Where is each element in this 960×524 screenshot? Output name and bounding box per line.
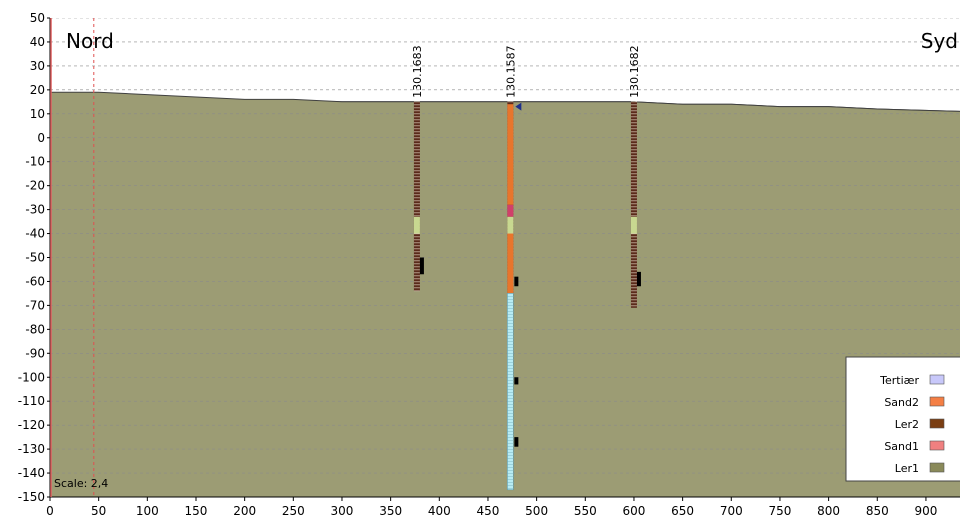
y-tick-label: 20 (30, 83, 45, 97)
y-tick-label: -70 (25, 298, 45, 312)
borehole-label: 130.1683 (411, 45, 424, 98)
borehole-interval (507, 216, 514, 234)
x-tick-label: 150 (185, 504, 208, 518)
x-tick-label: 200 (233, 504, 256, 518)
y-tick-label: -40 (25, 227, 45, 241)
x-tick-label: 500 (525, 504, 548, 518)
x-tick-label: 650 (671, 504, 694, 518)
screen-marker (514, 276, 519, 287)
borehole-interval (507, 233, 514, 294)
y-tick-label: -60 (25, 274, 45, 288)
borehole-label: 130.1682 (628, 45, 641, 98)
y-tick-label: -50 (25, 251, 45, 265)
borehole-3[interactable]: 130.1682 (628, 45, 641, 308)
y-tick-label: -80 (25, 322, 45, 336)
legend-label-ler1: Ler1 (895, 462, 919, 475)
scale-label: Scale: 2,4 (54, 477, 108, 490)
legend-swatch-sand2 (929, 396, 945, 407)
x-tick-label: 900 (914, 504, 937, 518)
borehole-2[interactable]: 130.1587 (504, 45, 522, 491)
y-tick-label: 40 (30, 35, 45, 49)
water-level-marker (515, 102, 522, 111)
legend-label-ler2: Ler2 (895, 418, 919, 431)
x-tick-label: 600 (623, 504, 646, 518)
direction-right-label: Syd (921, 29, 958, 53)
x-tick-label: 850 (866, 504, 889, 518)
boreholes-group: 130.1683 130.1587 130.1682 (411, 45, 641, 491)
layer-ler1 (50, 92, 960, 497)
x-ticks: 0 50 100 150 200 250 300 350 400 450 500 550 600 650 7… (46, 497, 937, 518)
y-tick-label: 10 (30, 107, 45, 121)
borehole-interval (507, 104, 514, 205)
x-tick-label: 100 (136, 504, 159, 518)
legend-label-terti-r: Tertiær (879, 374, 919, 387)
y-tick-label: -140 (18, 466, 45, 480)
screen-marker (636, 271, 641, 287)
y-tick-label: 50 (30, 11, 45, 25)
gridlines (50, 18, 960, 497)
x-tick-label: 350 (379, 504, 402, 518)
legend-label-sand2: Sand2 (884, 396, 919, 409)
borehole-shaft (413, 101, 420, 292)
y-tick-label: -110 (18, 394, 45, 408)
y-tick-label: 30 (30, 59, 45, 73)
screen-marker (419, 257, 424, 275)
direction-left-label: Nord (66, 29, 114, 53)
screen-marker (514, 377, 519, 385)
screen-marker (514, 437, 519, 447)
borehole-interval (413, 216, 420, 234)
y-tick-label: -20 (25, 179, 45, 193)
x-tick-label: 50 (91, 504, 106, 518)
legend-swatch-terti-r (929, 374, 945, 385)
x-tick-label: 400 (428, 504, 451, 518)
y-tick-label: -90 (25, 346, 45, 360)
layers-group (50, 91, 960, 497)
x-tick-label: 0 (46, 504, 54, 518)
borehole-label: 130.1587 (504, 45, 517, 98)
legend-swatch-ler2 (929, 418, 945, 429)
legend-swatch-ler1 (929, 462, 945, 473)
y-tick-label: -150 (18, 490, 45, 504)
x-tick-label: 750 (768, 504, 791, 518)
y-tick-label: 0 (37, 131, 45, 145)
borehole-shaft (630, 101, 637, 308)
y-tick-label: -10 (25, 155, 45, 169)
legend-swatch-sand1 (929, 440, 945, 451)
x-tick-label: 800 (817, 504, 840, 518)
layer-boundary-ler1 (50, 91, 960, 112)
y-tick-label: -130 (18, 442, 45, 456)
borehole-interval (507, 204, 514, 217)
x-tick-label: 450 (477, 504, 500, 518)
x-tick-label: 300 (331, 504, 354, 518)
y-ticks: 50 40 30 20 10 0 -10 -20 -30 -40 -50 -60 -70 -80 -90 -1… (18, 11, 50, 504)
borehole-interval (507, 293, 514, 491)
borehole-1[interactable]: 130.1683 (411, 45, 424, 292)
x-tick-label: 550 (574, 504, 597, 518)
y-tick-label: -30 (25, 203, 45, 217)
legend-label-sand1: Sand1 (884, 440, 919, 453)
x-tick-label: 700 (720, 504, 743, 518)
borehole-interval (630, 216, 637, 234)
y-tick-label: -100 (18, 370, 45, 384)
x-tick-label: 250 (282, 504, 305, 518)
y-tick-label: -120 (18, 418, 45, 432)
